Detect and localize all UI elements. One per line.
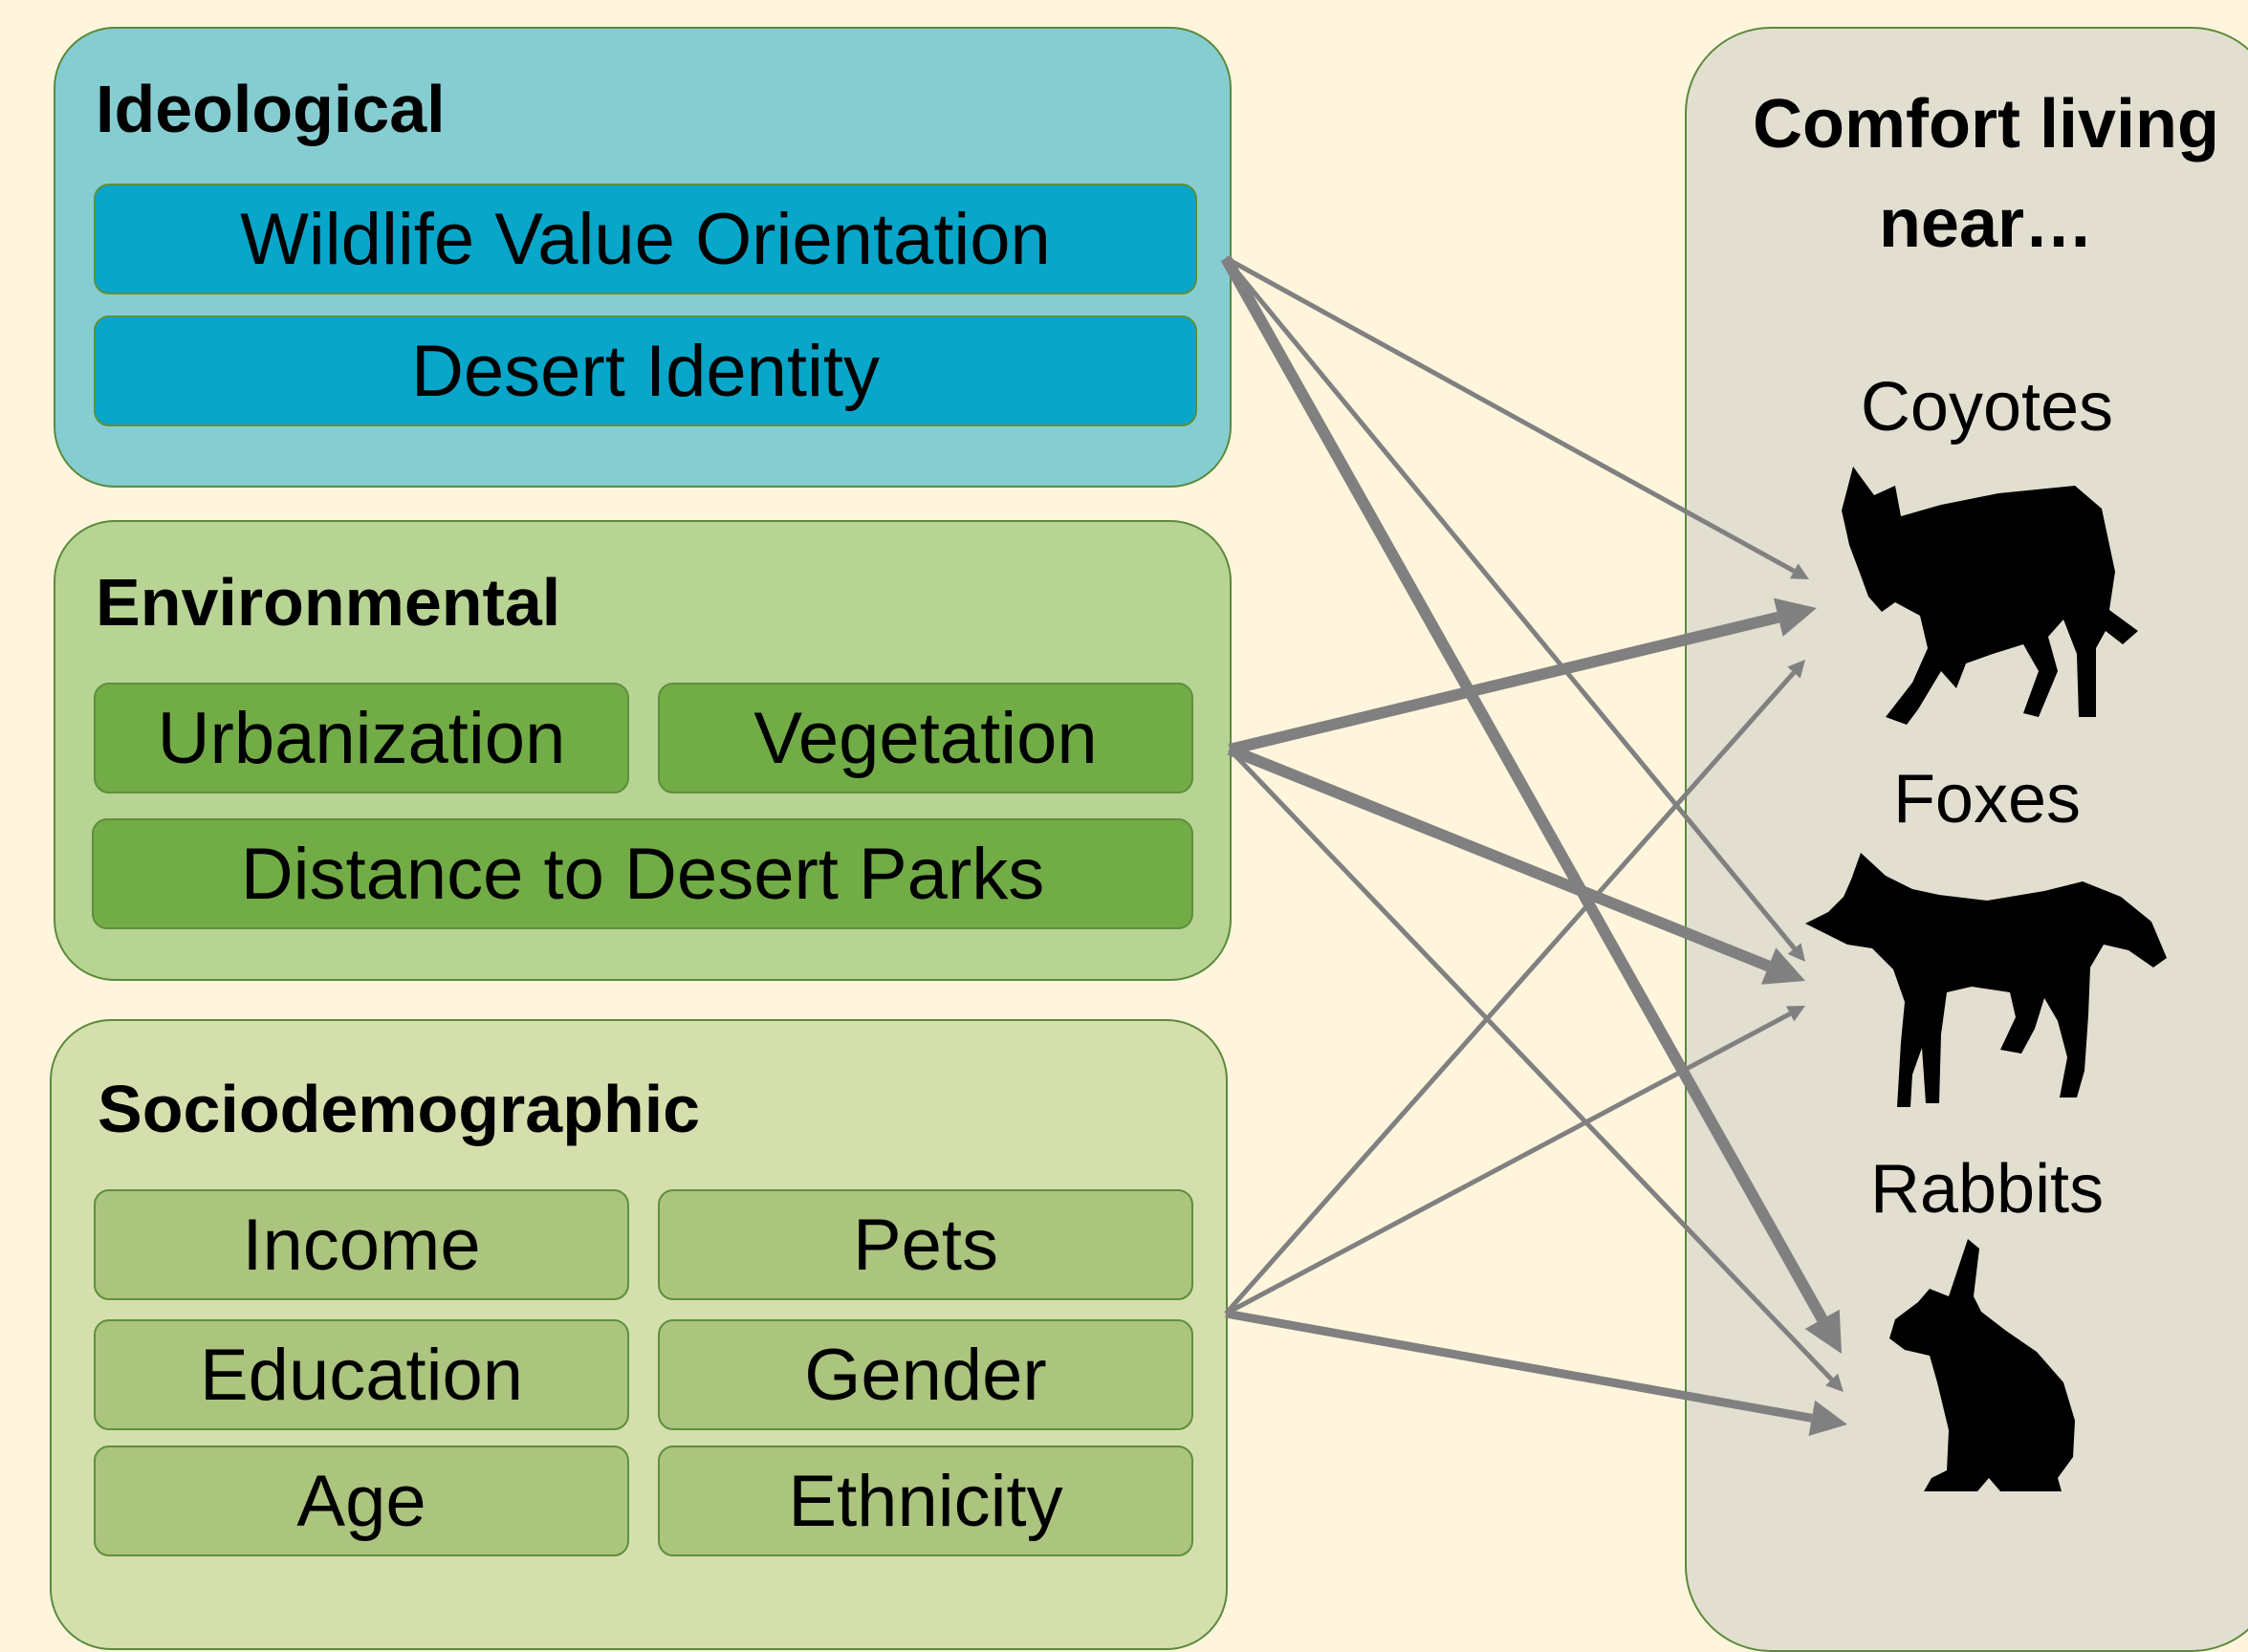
vegetation-box: Vegetation: [658, 683, 1193, 793]
urbanization-box: Urbanization: [94, 683, 629, 793]
arrow-ideological-to-coyotes: [1224, 255, 1796, 574]
rabbit-silhouette-icon: [1889, 1239, 2075, 1491]
gender-box: Gender: [658, 1319, 1193, 1430]
sociodemographic-group: Sociodemographic Income Pets Education G…: [50, 1019, 1228, 1650]
arrow-environmental-to-rabbits: [1228, 748, 1834, 1381]
coyote-silhouette-icon: [1842, 467, 2138, 725]
arrow-sociodemographic-to-foxes: [1224, 1011, 1792, 1316]
relationship-arrows: [1220, 255, 1847, 1436]
arrow-environmental-to-coyotes: [1228, 611, 1780, 755]
desert-identity-box: Desert Identity: [94, 315, 1197, 426]
arrowhead-sociodemographic-to-foxes: [1785, 1006, 1805, 1022]
arrowhead-ideological-to-foxes: [1787, 943, 1805, 962]
arrowhead-environmental-to-rabbits: [1825, 1373, 1844, 1392]
arrow-ideological-to-foxes: [1224, 256, 1797, 950]
arrowhead-sociodemographic-to-rabbits: [1808, 1400, 1847, 1436]
environmental-group: Environmental Urbanization Vegetation Di…: [54, 520, 1232, 981]
coyotes-label: Coyotes: [1860, 369, 2114, 446]
ethnicity-box: Ethnicity: [658, 1446, 1193, 1556]
arrow-sociodemographic-to-coyotes: [1224, 670, 1796, 1315]
ideological-group: Ideological Wildlife Value Orientation D…: [54, 27, 1232, 488]
arrow-environmental-to-foxes: [1227, 744, 1771, 972]
distance-to-desert-parks-box: Distance to Desert Parks: [92, 818, 1193, 929]
age-box: Age: [94, 1446, 629, 1556]
comfort-title: Comfort living near…: [1753, 86, 2219, 263]
income-box: Income: [94, 1189, 629, 1300]
rabbits-label: Rabbits: [1869, 1151, 2105, 1228]
arrowhead-sociodemographic-to-coyotes: [1787, 660, 1805, 679]
arrowhead-environmental-to-foxes: [1760, 947, 1805, 985]
education-box: Education: [94, 1319, 629, 1430]
arrow-ideological-to-rabbits: [1220, 255, 1827, 1322]
wildlife-value-orientation-box: Wildlife Value Orientation: [94, 184, 1197, 294]
fox-silhouette-icon: [1805, 853, 2167, 1107]
sociodemographic-title: Sociodemographic: [98, 1072, 701, 1146]
arrowhead-ideological-to-rabbits: [1804, 1309, 1842, 1354]
arrow-sociodemographic-to-rabbits: [1225, 1309, 1813, 1423]
ideological-title: Ideological: [96, 72, 446, 146]
foxes-label: Foxes: [1892, 761, 2082, 837]
pets-box: Pets: [658, 1189, 1193, 1300]
arrowhead-environmental-to-coyotes: [1773, 598, 1817, 637]
arrowhead-ideological-to-coyotes: [1789, 563, 1809, 579]
environmental-title: Environmental: [96, 565, 561, 640]
